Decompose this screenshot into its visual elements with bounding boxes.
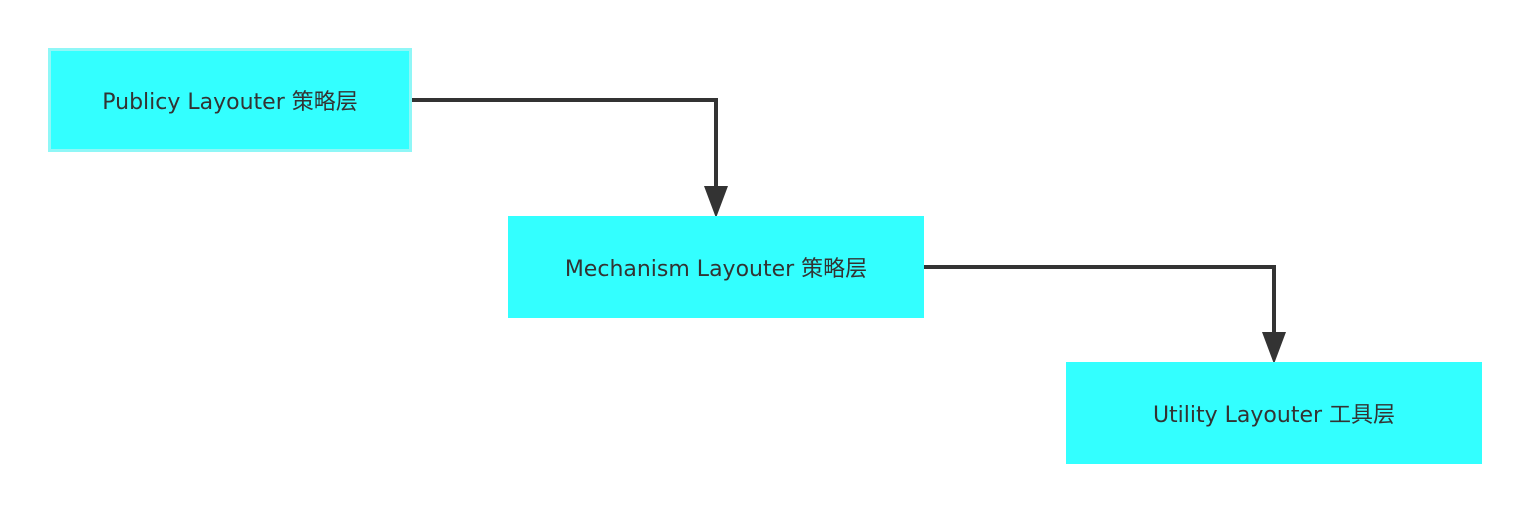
mechanism-layer-label: Mechanism Layouter 策略层 [564,257,868,282]
mechanism-layer-node: Mechanism Layouter 策略层 [508,216,924,318]
utility-layer-node: Utility Layouter 工具层 [1066,362,1482,464]
edge-mechanism-to-utility [924,265,1286,364]
utility-layer-label: Utility Layouter 工具层 [1152,403,1396,428]
edge-policy-to-mechanism-line [412,98,718,190]
policy-layer-label: Publicy Layouter 策略层 [102,90,358,115]
policy-layer-node: Publicy Layouter 策略层 [48,48,412,152]
edge-policy-to-mechanism-arrowhead [704,186,728,218]
edge-mechanism-to-utility-line [924,265,1276,336]
edge-mechanism-to-utility-arrowhead [1262,332,1286,364]
edge-policy-to-mechanism [412,98,728,218]
